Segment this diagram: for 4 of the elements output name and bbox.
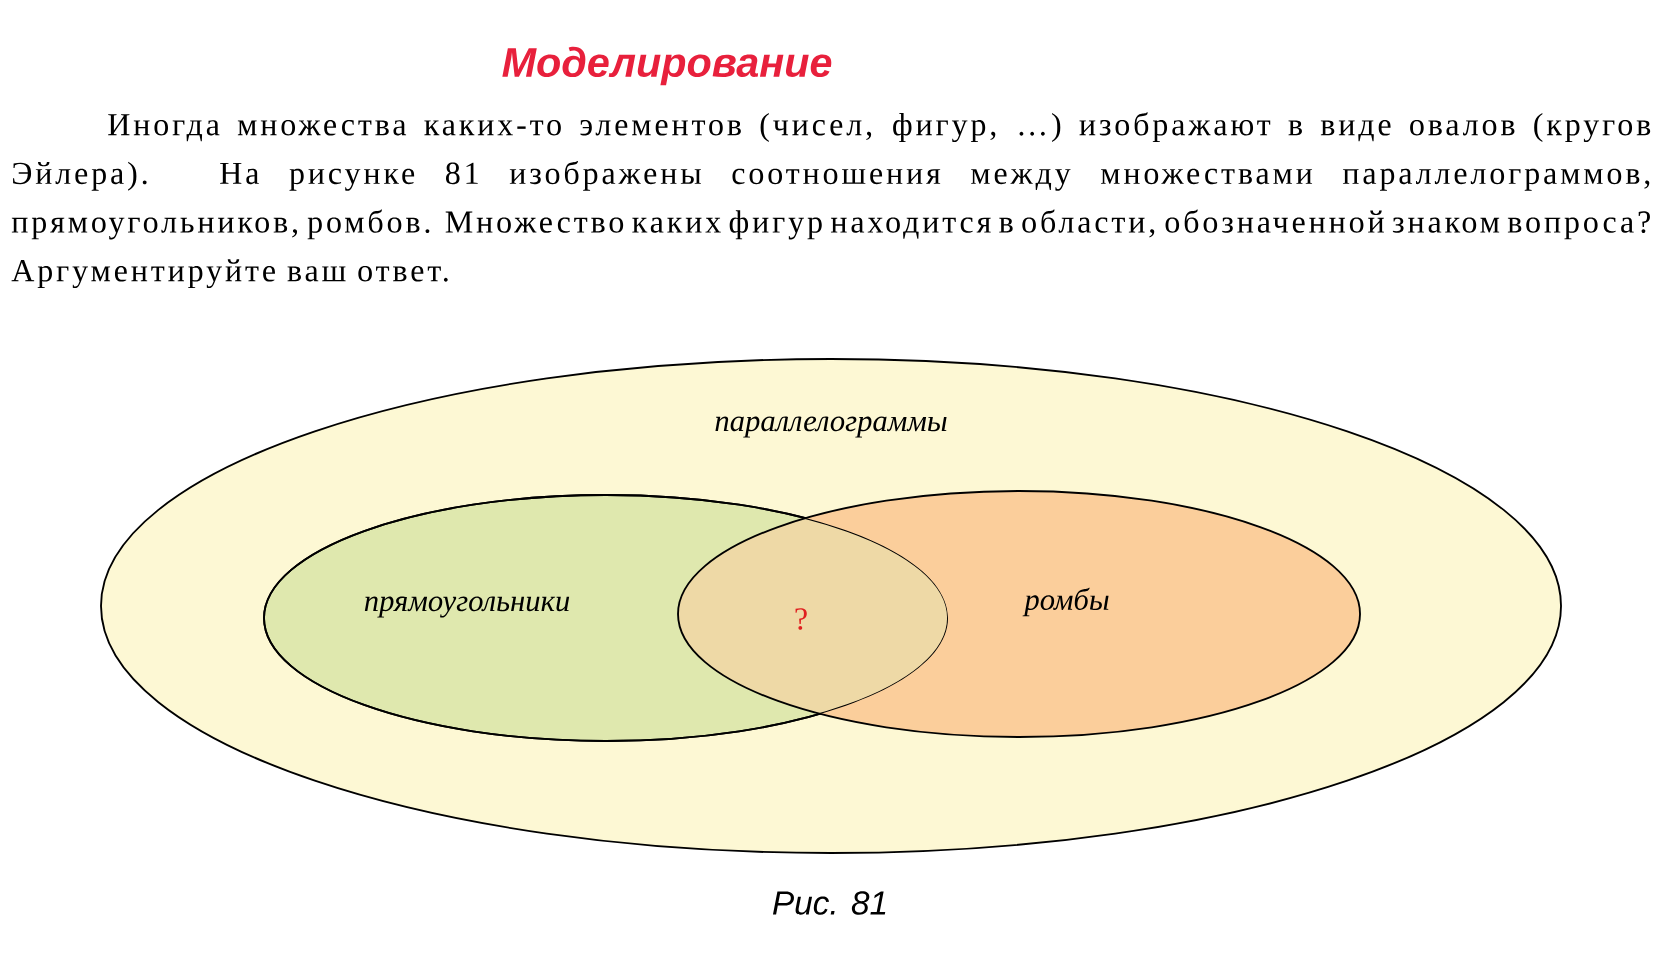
paragraph: Иногда множества каких-то элементов (чисел, фигур, …) изображают в виде овалов (кругов Эйлера). На рисунке 81 изображены соотношения между множествами параллелограммов, прямоугольников, ромбов. Множество каких фигур находится в области, обозначенной знаком вопроса? Аргументируйте ваш ответ.: [11, 112, 1651, 289]
figure-caption: Рис. 81: [773, 891, 886, 915]
heading: Моделирование: [502, 46, 832, 86]
question-mark: ?: [795, 608, 807, 630]
